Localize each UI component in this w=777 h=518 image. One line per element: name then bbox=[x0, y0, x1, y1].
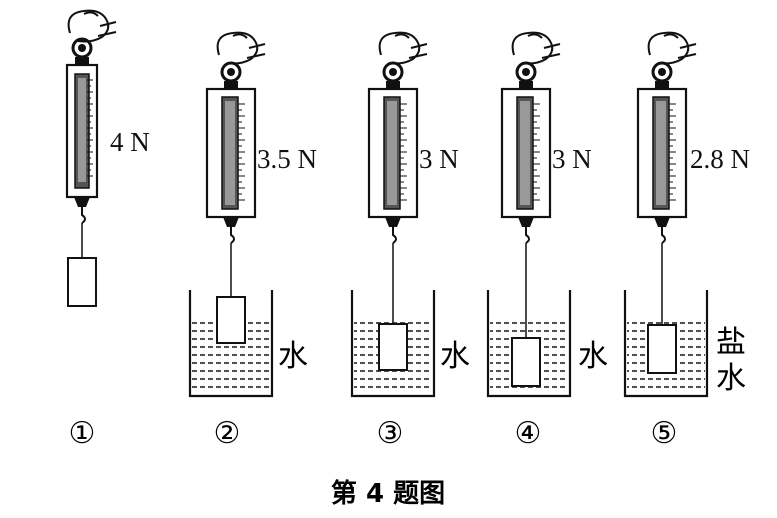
hand-icon bbox=[216, 31, 266, 65]
liquid-label: 水 bbox=[278, 339, 308, 374]
scale-reading: 3.5 N bbox=[257, 144, 317, 174]
panel-number: ④ bbox=[515, 416, 542, 451]
panel-2: 3.5 N 水 ② bbox=[188, 31, 317, 451]
panel-5: 2.8 N 盐 水 ⑤ bbox=[623, 31, 750, 451]
liquid-label-line-1: 盐 bbox=[716, 325, 746, 360]
figure-caption: 第 4 题图 bbox=[331, 478, 445, 509]
panel-3: 3 N 水 ③ bbox=[350, 31, 470, 451]
panel-number: ② bbox=[214, 416, 241, 451]
panel-number: ⑤ bbox=[651, 416, 678, 451]
spring-scale bbox=[367, 87, 419, 244]
scale-reading: 4 N bbox=[110, 127, 150, 157]
hand-icon bbox=[378, 31, 428, 65]
hand-icon bbox=[647, 31, 697, 65]
scale-reading: 3 N bbox=[419, 144, 459, 174]
hand-icon bbox=[67, 9, 117, 43]
spring-scale bbox=[65, 63, 99, 224]
panel-1: 4 N ① bbox=[65, 9, 150, 451]
metal-block bbox=[511, 337, 541, 387]
spring-scale bbox=[636, 87, 688, 244]
panel-4: 3 N 水 ④ bbox=[486, 31, 608, 451]
metal-block bbox=[378, 323, 408, 371]
metal-block bbox=[67, 257, 97, 307]
liquid-label-line-2: 水 bbox=[716, 361, 746, 396]
panel-number: ① bbox=[69, 416, 96, 451]
liquid-label: 水 bbox=[578, 339, 608, 374]
scale-reading: 3 N bbox=[552, 144, 592, 174]
scale-reading: 2.8 N bbox=[690, 144, 750, 174]
hand-icon bbox=[511, 31, 561, 65]
panel-number: ③ bbox=[377, 416, 404, 451]
spring-scale bbox=[205, 87, 257, 244]
metal-block bbox=[647, 324, 677, 374]
metal-block bbox=[216, 296, 246, 344]
liquid-label: 水 bbox=[440, 339, 470, 374]
spring-scale bbox=[500, 87, 552, 244]
